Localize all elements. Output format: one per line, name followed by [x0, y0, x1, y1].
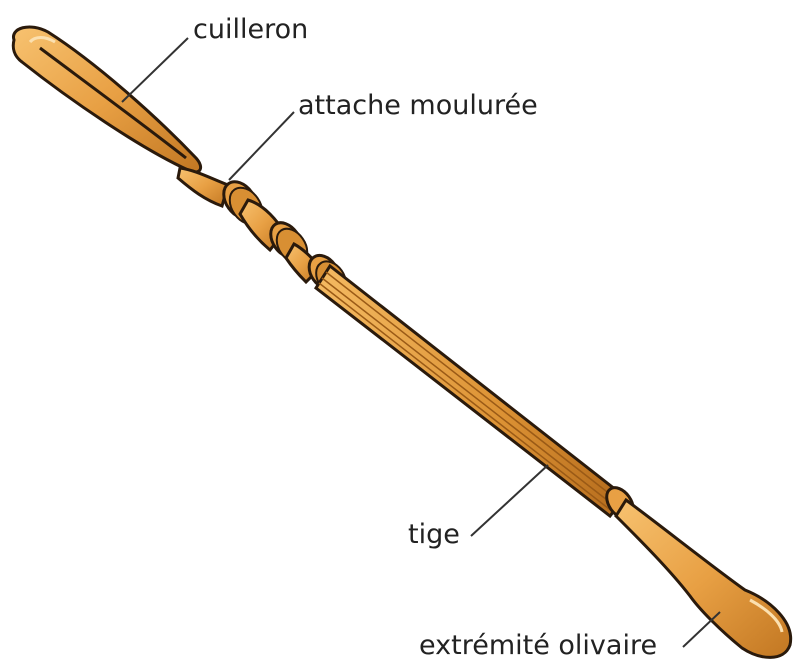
label-extremite-olivaire: extrémité olivaire	[419, 632, 657, 659]
label-cuilleron: cuilleron	[193, 16, 308, 43]
cuilleron-part	[13, 27, 200, 172]
leader-extremite	[683, 612, 720, 647]
label-attache-moulee: attache moulurée	[298, 92, 538, 119]
label-tige: tige	[408, 521, 460, 548]
leader-attache	[229, 112, 294, 180]
tige-part	[316, 266, 639, 523]
leader-cuilleron	[122, 38, 188, 102]
leader-tige	[471, 465, 548, 536]
